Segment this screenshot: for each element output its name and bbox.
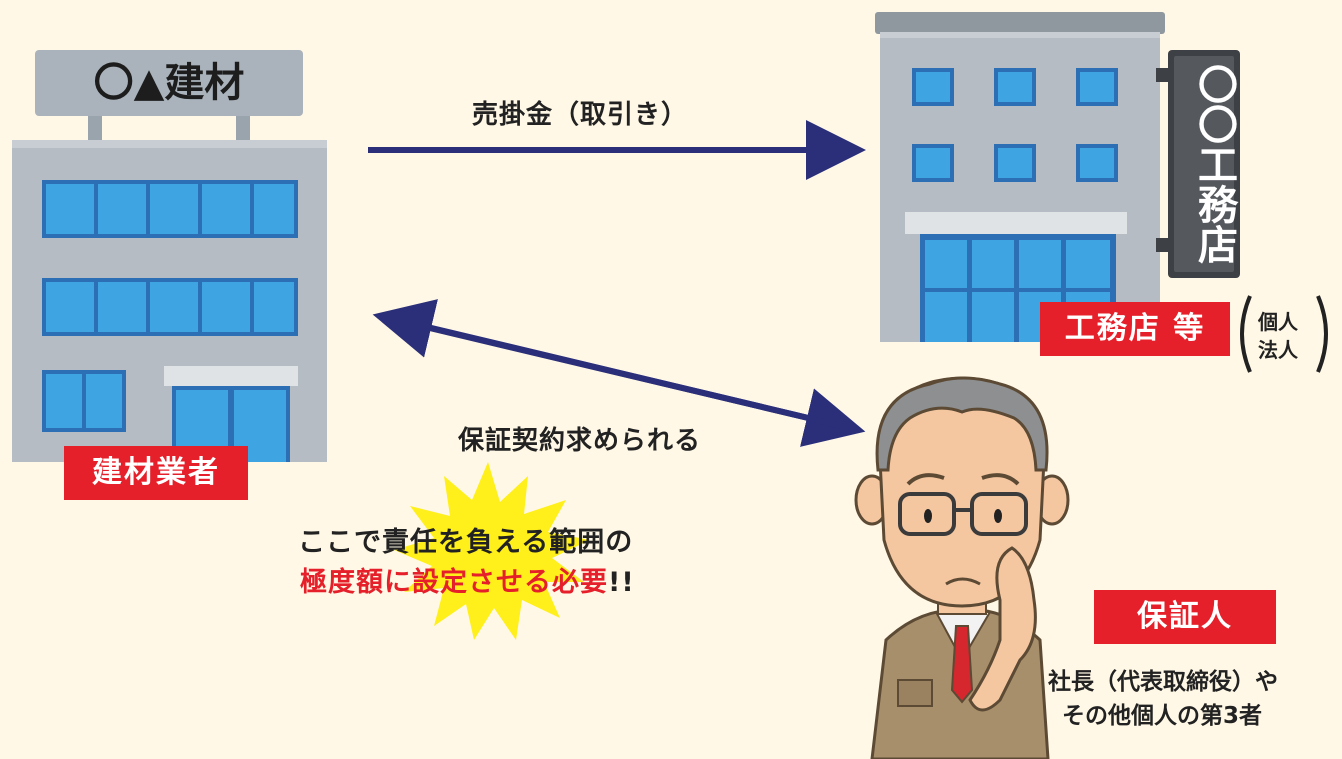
builder-sign-text: 〇▲建材 bbox=[93, 60, 245, 106]
burst-line1: ここで責任を負える範囲の bbox=[298, 527, 634, 558]
guarantee-arrow-back bbox=[372, 299, 843, 429]
contractor-note-line1: 個人 bbox=[1258, 310, 1298, 334]
guarantee-label: 保証契約求められる bbox=[458, 426, 702, 456]
burst-line2-suffix: !! bbox=[608, 567, 635, 598]
burst-line2: 極度額に設定させる必要!! bbox=[300, 560, 635, 599]
builder-sign bbox=[35, 50, 303, 116]
builder-label: 建材業者 bbox=[64, 446, 248, 500]
contractor-label: 工務店 等 bbox=[1040, 302, 1230, 356]
guarantor-desc-line1: 社長（代表取締役）や bbox=[1048, 669, 1278, 695]
burst-line2-red: 極度額に設定させる必要 bbox=[300, 567, 608, 598]
receivable-label: 売掛金（取引き） bbox=[472, 100, 689, 130]
guarantor-desc-line2: その他個人の第3者 bbox=[1062, 703, 1263, 729]
guarantor-label: 保証人 bbox=[1094, 590, 1276, 644]
guarantor-illustration bbox=[854, 376, 1070, 759]
contractor-sign-text: 〇〇工務店 bbox=[1191, 64, 1237, 264]
burst-shape bbox=[394, 462, 590, 640]
contractor-note-line2: 法人 bbox=[1258, 338, 1298, 362]
builder-building bbox=[12, 50, 327, 462]
